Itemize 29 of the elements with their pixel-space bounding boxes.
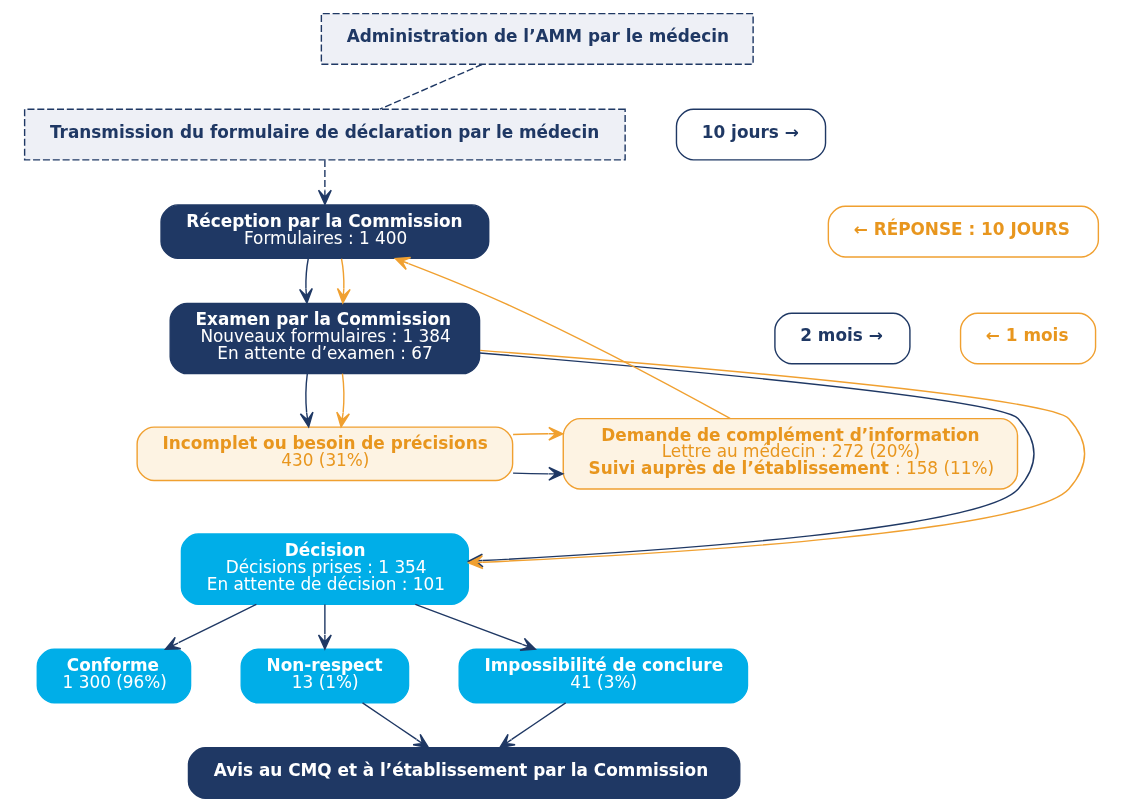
node-box: Décision Décisions prises : 1 354 En attente de décision : 101 [180, 533, 470, 605]
node-box: 2 mois → [774, 312, 911, 365]
arrow [298, 258, 313, 304]
node-box: Administration de l’AMM par le médecin [320, 12, 754, 65]
node-box: Examen par la Commission Nouveaux formulaires : 1 384 En attente d’examen : 67 [169, 302, 481, 375]
arrow [394, 256, 731, 420]
arrow [164, 603, 258, 650]
node-box: Transmission du formulaire de déclaration par le médecin [23, 108, 626, 161]
arrow [361, 702, 430, 749]
connector [379, 63, 483, 110]
node-box: Demande de complément d’information Lettre au médecin : 272 (20%) Suivi auprès de l’établissement : 158 (11%) [562, 417, 1019, 490]
arrow [299, 372, 314, 428]
node-box: 10 jours → [675, 108, 827, 161]
node-box: ← 1 mois [959, 312, 1097, 365]
node-box: Conforme 1 300 (96%) [36, 648, 192, 704]
node-box: Avis au CMQ et à l’établissement par la Commission [187, 747, 741, 800]
arrow [336, 258, 351, 304]
node-box: ← RÉPONSE : 10 JOURS [827, 205, 1100, 258]
node-box: Incomplet ou besoin de précisions 430 (31%) [136, 426, 514, 482]
node-box: Réception par la Commission Formulaires : 1 400 [160, 204, 490, 260]
arrow [499, 702, 567, 749]
node-box: Non-respect 13 (1%) [240, 648, 410, 704]
arrow [512, 466, 564, 481]
node-box: Impossibilité de conclure 41 (3%) [458, 648, 749, 704]
arrow [317, 159, 332, 206]
arrow [317, 603, 332, 650]
arrow [512, 426, 564, 441]
arrow [414, 603, 537, 651]
arrow [336, 372, 351, 428]
